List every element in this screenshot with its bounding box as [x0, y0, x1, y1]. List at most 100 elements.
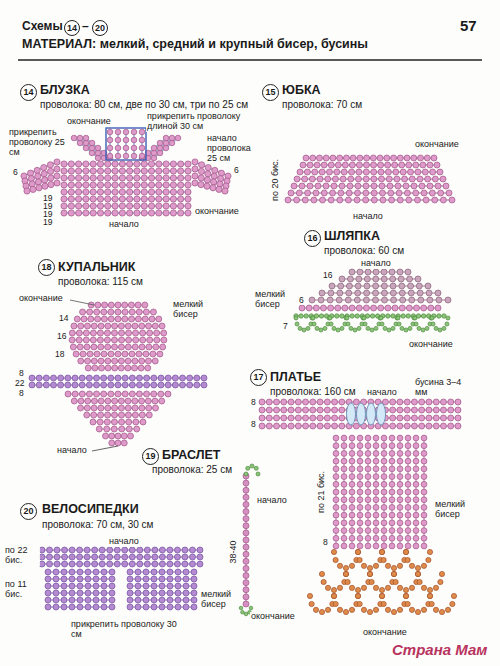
bead	[122, 382, 128, 388]
bead	[445, 297, 451, 303]
bead	[122, 391, 128, 397]
bead	[201, 375, 207, 381]
bead	[77, 569, 83, 575]
bead	[332, 423, 338, 429]
bead	[357, 528, 363, 534]
bead-count: 8	[18, 369, 25, 378]
bead	[408, 283, 414, 289]
bead	[159, 554, 165, 560]
bead	[317, 176, 323, 182]
bead	[397, 520, 403, 526]
bead	[400, 297, 406, 303]
bead	[243, 494, 249, 500]
bead	[363, 197, 369, 203]
bead	[288, 407, 294, 413]
bead	[297, 169, 303, 175]
bead	[101, 604, 107, 610]
bead	[92, 554, 98, 560]
bead	[395, 183, 401, 189]
bead	[333, 443, 339, 449]
bead	[437, 169, 443, 175]
bead	[84, 561, 90, 567]
bead	[125, 398, 131, 404]
bead	[312, 169, 318, 175]
bead	[397, 407, 403, 413]
bead	[170, 168, 176, 174]
bead	[97, 168, 103, 174]
step-number-circle: 16	[304, 230, 321, 247]
bead	[129, 375, 135, 381]
bead	[381, 520, 387, 526]
bead	[373, 607, 378, 612]
bead	[396, 190, 402, 196]
bead	[73, 351, 79, 357]
bead	[185, 189, 191, 195]
bead	[321, 162, 327, 168]
bead	[109, 576, 115, 582]
bead	[132, 358, 138, 364]
bead	[373, 290, 379, 296]
bead	[132, 323, 138, 329]
bead	[373, 512, 379, 518]
bead	[48, 168, 54, 174]
bead	[370, 328, 374, 332]
bead	[118, 344, 124, 350]
bead	[107, 153, 113, 159]
bead	[79, 391, 85, 397]
bead	[36, 185, 42, 191]
bead	[354, 297, 360, 303]
bead	[243, 530, 249, 536]
bead	[382, 297, 388, 303]
bead	[411, 423, 417, 429]
bead	[62, 561, 68, 567]
bead	[125, 344, 131, 350]
bead	[159, 547, 165, 553]
bead	[440, 176, 446, 182]
bead	[333, 451, 339, 457]
bead	[112, 210, 118, 216]
bead	[399, 305, 405, 311]
bead	[127, 196, 133, 202]
bead	[435, 183, 441, 189]
bead	[119, 210, 125, 216]
bead	[191, 576, 197, 582]
bead	[75, 189, 81, 195]
bead	[332, 399, 338, 405]
bead	[170, 161, 176, 167]
bead	[75, 196, 81, 202]
bead	[84, 405, 90, 411]
bead	[339, 276, 345, 282]
bead	[135, 569, 141, 575]
bead	[109, 590, 115, 596]
bead	[107, 137, 113, 143]
bead	[397, 607, 402, 612]
bead	[343, 571, 348, 576]
bead	[97, 337, 103, 343]
bead	[425, 176, 431, 182]
bead	[204, 183, 210, 189]
bead	[307, 162, 313, 168]
bead	[381, 269, 387, 275]
bead	[76, 330, 82, 336]
bead	[303, 407, 309, 413]
bead	[243, 601, 249, 607]
bead	[170, 196, 176, 202]
step-number-circle: 20	[20, 503, 37, 520]
bead	[107, 547, 113, 553]
bead	[65, 391, 71, 397]
wire-length: проволока: 70 см, 30 см	[42, 519, 153, 530]
bead	[397, 443, 403, 449]
bead	[409, 607, 414, 612]
bead	[373, 283, 379, 289]
bead	[98, 398, 104, 404]
bead	[191, 583, 197, 589]
bead	[132, 412, 138, 418]
bead	[136, 309, 142, 315]
bead	[185, 210, 191, 216]
bead	[74, 316, 80, 322]
bead	[151, 145, 157, 151]
bead	[172, 382, 178, 388]
bead	[104, 330, 110, 336]
bead	[339, 423, 345, 429]
bead	[430, 316, 434, 320]
